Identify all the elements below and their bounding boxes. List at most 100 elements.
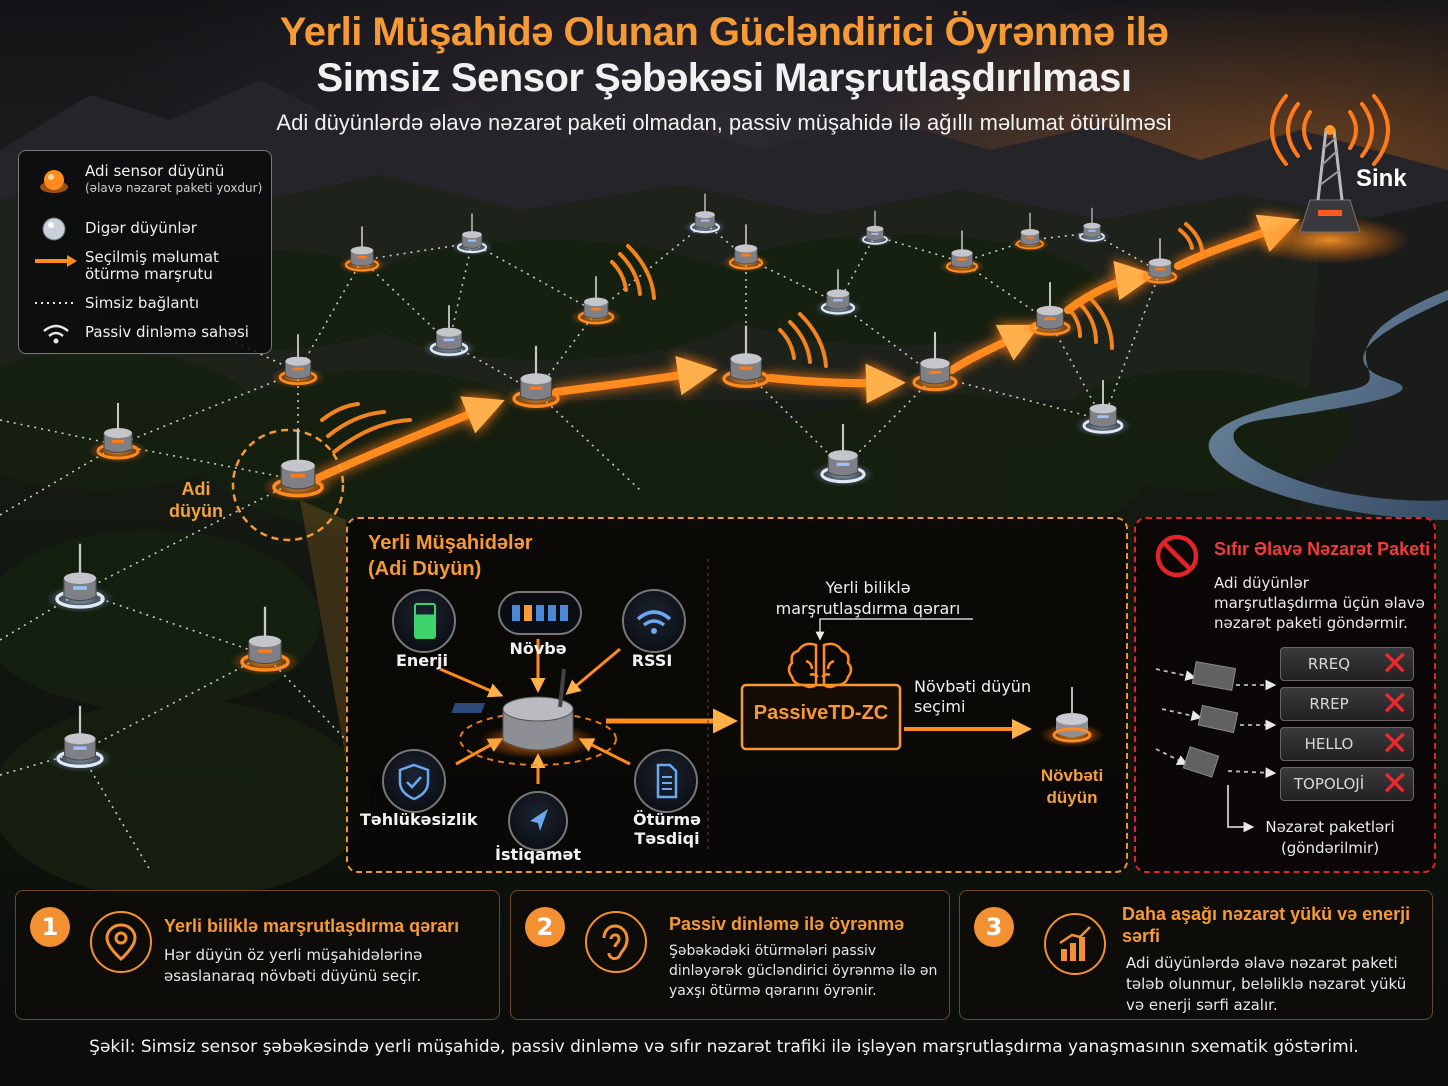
card-body: Hər düyün öz yerli müşahidələrinə əsasla… (164, 946, 423, 985)
card-body: Adi düyünlərdə əlavə nəzarət paketi tələ… (1126, 954, 1407, 1014)
other-sensor-node (814, 269, 862, 318)
observations-subtitle: (Adi Düyün) (368, 558, 482, 580)
card-title: Passiv dinləmə ilə öyrənmə (669, 914, 905, 934)
packet-rrep: RREP✕ (1280, 687, 1414, 721)
ordinary-sensor-node (271, 334, 325, 389)
ordinary-sensor-node (262, 429, 334, 502)
location-pin-icon (90, 911, 152, 973)
legend-item-ordinary-node: Adi sensor düyünü (əlavə nəzarət paketi … (19, 161, 271, 205)
ordinary-sensor-node (722, 224, 770, 273)
other-sensor-node (451, 213, 493, 256)
sink-tower (1250, 94, 1410, 264)
metric-ack: Ötürmə Təsdiqi (632, 810, 702, 848)
river (1208, 290, 1448, 520)
legend-label-wireless-link: Simsiz bağlantı (85, 294, 200, 312)
bar-chart-icon (1044, 913, 1106, 975)
blocked-x-icon: ✕ (1380, 644, 1410, 684)
ordinary-sensor-node (1136, 238, 1184, 287)
card-number: 1 (30, 907, 70, 947)
legend-item-listening-area: Passiv dinləmə sahəsi (19, 323, 271, 351)
title-line-2: Simsiz Sensor Şəbəkəsi Marşrutlaşdırılma… (316, 56, 1132, 100)
orange-node-icon (40, 170, 68, 193)
other-sensor-node (45, 543, 115, 613)
metric-direction: İstiqamət (494, 845, 582, 864)
card-number: 3 (974, 907, 1014, 947)
algorithm-label: PassiveTD-ZC (753, 702, 889, 724)
blocked-x-icon: ✕ (1380, 764, 1410, 804)
prohibited-icon (1155, 534, 1199, 578)
metric-rssi: RSSI (631, 651, 673, 670)
card-title: Yerli biliklə marşrutlaşdırma qərarı (164, 916, 460, 936)
blocked-packets-diagram (1155, 661, 1277, 833)
legend-sublabel-ordinary-node: (əlavə nəzarət paketi yoxdur) (85, 181, 263, 195)
white-node-icon (42, 217, 66, 241)
other-sensor-node (811, 423, 875, 487)
ordinary-sensor-node (939, 230, 985, 276)
legend-item-route: Seçilmiş məlumat ötürmə marşrutu (19, 249, 271, 289)
wifi-wave-icon (43, 324, 69, 344)
card-passive-listening: 2 Passiv dinləmə ilə öyrənmə Şəbəkədəki … (510, 890, 950, 1020)
title-line-1: Yerli Müşahidə Olunan Gücləndirici Öyrən… (279, 10, 1169, 54)
zero-overhead-title: Sıfır Əlavə Nəzarət Paketi (1214, 539, 1431, 559)
ordinary-sensor-node (1021, 282, 1079, 340)
packet-hello: HELLO✕ (1280, 727, 1414, 761)
legend-label-route: Seçilmiş məlumat ötürmə marşrutu (85, 248, 219, 283)
packet-rreq: RREQ✕ (1280, 647, 1414, 681)
ordinary-sensor-node (713, 325, 779, 392)
ear-icon (585, 911, 647, 973)
card-lower-overhead: 3 Daha aşağı nəzarət yükü və enerji sərf… (959, 890, 1433, 1020)
ordinary-sensor-node (903, 331, 967, 395)
card-title: Daha aşağı nəzarət yükü və enerji sərfi (1122, 904, 1411, 946)
metric-queue: Növbə (509, 639, 567, 658)
ordinary-sensor-node (570, 276, 622, 328)
security-shield-icon (382, 749, 446, 813)
legend-label-listening-area: Passiv dinləmə sahəsi (85, 323, 249, 341)
orange-arrow-icon (35, 255, 77, 267)
rssi-wifi-icon (622, 589, 686, 653)
card-number: 2 (525, 907, 565, 947)
other-sensor-node (684, 193, 726, 236)
other-sensor-node (1074, 207, 1110, 244)
local-observations-panel: Yerli Müşahidələr (Adi Düyün) (346, 517, 1128, 873)
card-body: Şəbəkədəki ötürmələri passiv dinləyərək … (669, 943, 938, 999)
energy-battery-icon (392, 589, 456, 653)
subtitle: Adi düyünlərdə əlavə nəzarət paketi olma… (276, 110, 1172, 135)
legend-item-wireless-link: Simsiz bağlantı (19, 295, 271, 323)
other-sensor-node (857, 210, 893, 247)
legend-label-ordinary-node: Adi sensor düyünü (85, 162, 225, 180)
direction-navigation-icon (508, 791, 568, 851)
decision-note: Yerli biliklə marşrutlaşdırma qərarı (775, 578, 961, 618)
ordinary-sensor-node (88, 403, 148, 463)
metric-energy: Enerji (395, 651, 449, 670)
zero-overhead-description: Adi düyünlər marşrutlaşdırma üçün əlavə … (1214, 574, 1425, 632)
sink-label: Sink (1356, 165, 1407, 192)
packet-topology: TOPOLOJİ✕ (1280, 767, 1414, 801)
listening-waves (320, 222, 1204, 454)
card-local-decision: 1 Yerli biliklə marşrutlaşdırma qərarı H… (15, 890, 500, 1020)
other-sensor-node (47, 705, 113, 772)
ordinary-sensor-node (503, 345, 569, 412)
packets-not-sent-note: Nəzarət paketləri (göndərilmir) (1265, 818, 1395, 857)
dotted-line-icon (35, 302, 75, 304)
other-sensor-node (422, 305, 476, 360)
metric-security: Təhlükəsizlik (360, 810, 478, 829)
blocked-x-icon: ✕ (1380, 684, 1410, 724)
next-node-label: Növbəti düyün (1040, 766, 1104, 807)
observations-diagram (439, 559, 1104, 849)
legend-item-other-nodes: Digər düyünlər (19, 215, 271, 243)
ordinary-sensor-node (230, 606, 300, 676)
blocked-x-icon: ✕ (1380, 724, 1410, 764)
legend-label-other-nodes: Digər düyünlər (85, 219, 197, 237)
legend: Adi sensor düyünü (əlavə nəzarət paketi … (18, 150, 272, 354)
ordinary-node-highlight (231, 428, 346, 760)
figure-caption: Şəkil: Simsiz sensor şəbəkəsində yerli m… (89, 1037, 1359, 1057)
ack-document-icon (634, 749, 698, 813)
ordinary-node-label: Adi düyün (169, 479, 223, 521)
ordinary-sensor-node (1010, 212, 1050, 252)
sensor-nodes (45, 193, 1184, 772)
observations-title: Yerli Müşahidələr (368, 532, 533, 554)
ordinary-sensor-node (338, 226, 386, 275)
other-sensor-node (1074, 380, 1132, 438)
